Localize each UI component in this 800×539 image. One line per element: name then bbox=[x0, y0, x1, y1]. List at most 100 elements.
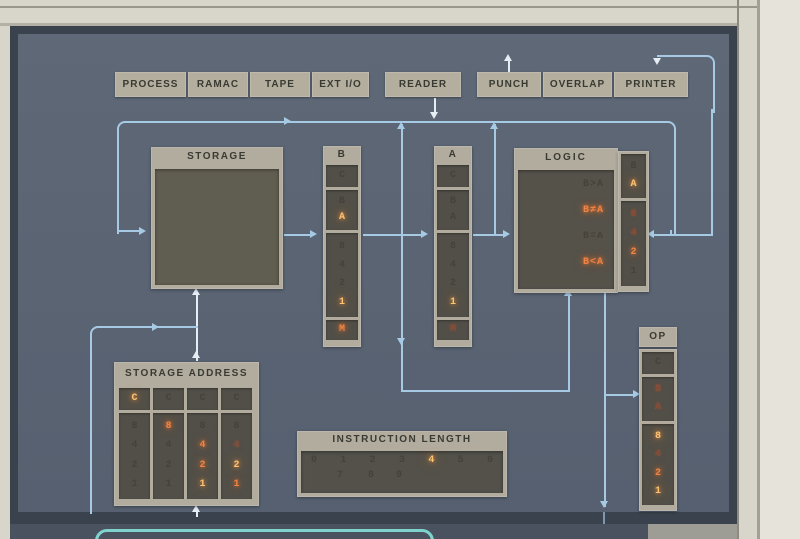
flow-arrow-right-icon bbox=[633, 390, 640, 398]
flow-arrow-up-icon bbox=[504, 54, 512, 61]
status-light-process: PROCESS bbox=[115, 72, 186, 97]
indicator-light: 4 bbox=[449, 259, 456, 271]
logic-compare-light: B≠A bbox=[582, 205, 604, 216]
indicator-light: 8 bbox=[630, 209, 637, 220]
status-light-printer: PRINTER bbox=[614, 72, 688, 97]
indicator-light: M bbox=[449, 324, 456, 335]
lower-panel-outline bbox=[95, 529, 434, 539]
indicator-light: A bbox=[449, 212, 456, 224]
b-wordmark-cell: M bbox=[326, 320, 358, 340]
storage-address-label: STORAGE ADDRESS bbox=[124, 368, 249, 379]
flow-arrow-up-icon bbox=[192, 351, 200, 358]
status-light-punch: PUNCH bbox=[477, 72, 541, 97]
b-check-bit-cell: C bbox=[326, 165, 358, 187]
indicator-light: 1 bbox=[449, 297, 456, 309]
indicator-light: B bbox=[630, 161, 637, 172]
flow-arrow-down-icon bbox=[600, 501, 608, 508]
indicator-light: B bbox=[654, 384, 661, 395]
logic-compare-light: B<A bbox=[582, 257, 604, 268]
storage-address-digit-column: C 8 4 2 1 bbox=[221, 388, 252, 499]
logic-compare-light: B=A bbox=[582, 231, 604, 242]
indicator-light: C bbox=[338, 170, 345, 181]
indicator-light: 2 bbox=[654, 467, 661, 479]
status-light-tape: TAPE bbox=[250, 72, 310, 97]
indicator-light: C bbox=[449, 170, 456, 181]
flow-line bbox=[401, 390, 570, 392]
logic-side-bit-column: B A 8 4 2 1 bbox=[618, 151, 649, 292]
storage-box: STORAGE bbox=[151, 147, 283, 289]
flow-arrow-right-icon bbox=[152, 323, 159, 331]
flow-arrow-down-icon bbox=[430, 112, 438, 119]
indicator-light: C bbox=[165, 393, 172, 404]
flow-arrow-up-icon bbox=[192, 505, 200, 512]
flow-line bbox=[651, 234, 712, 236]
flow-line bbox=[363, 234, 423, 236]
b-register-column: B C B A 8 4 2 1 M bbox=[323, 146, 361, 347]
indicator-light: C bbox=[233, 393, 240, 404]
flow-arrow-right-icon bbox=[503, 230, 510, 238]
indicator-light: B bbox=[338, 195, 345, 207]
indicator-light: 8 bbox=[199, 421, 206, 433]
indicator-light: 8 bbox=[449, 240, 456, 252]
flow-line-printer-return bbox=[657, 55, 715, 113]
flow-arrow-up-icon bbox=[490, 122, 498, 129]
indicator-light: C bbox=[131, 393, 138, 404]
flow-line-right-riser bbox=[711, 109, 713, 236]
flow-line-b-riser bbox=[401, 124, 403, 392]
flow-arrow-right-icon bbox=[310, 230, 317, 238]
op-check-bit-cell: C bbox=[642, 352, 674, 374]
a-check-bit-cell: C bbox=[437, 165, 469, 187]
indicator-light: 3 bbox=[398, 455, 405, 466]
indicator-light: A bbox=[630, 179, 637, 190]
frame-edge bbox=[760, 0, 800, 539]
indicator-light: 1 bbox=[165, 478, 172, 490]
a-numeric-bits-cell: 8 4 2 1 bbox=[437, 233, 469, 317]
status-light-ramac: RAMAC bbox=[188, 72, 248, 97]
b-numeric-bits-cell: 8 4 2 1 bbox=[326, 233, 358, 317]
indicator-light: 8 bbox=[654, 431, 661, 443]
status-light-reader: READER bbox=[385, 72, 461, 97]
logic-box: LOGIC B>A B≠A B=A B<A bbox=[514, 148, 618, 293]
flow-arrow-up-icon bbox=[192, 288, 200, 295]
indicator-light: 2 bbox=[199, 459, 206, 471]
storage-address-digit-column: C 8 4 2 1 bbox=[187, 388, 218, 499]
op-register-header: OP bbox=[639, 327, 677, 347]
storage-address-panel: STORAGE ADDRESS C 8 4 2 1 C 8 4 2 1 bbox=[114, 362, 259, 506]
indicator-light: 8 bbox=[338, 240, 345, 252]
a-zone-bits-cell: B A bbox=[437, 190, 469, 230]
storage-display-well bbox=[155, 169, 279, 285]
status-light-overlap: OVERLAP bbox=[543, 72, 612, 97]
indicator-light: M bbox=[338, 324, 345, 335]
storage-label: STORAGE bbox=[187, 151, 247, 162]
storage-address-digit-column: C 8 4 2 1 bbox=[153, 388, 184, 499]
indicator-light: 2 bbox=[338, 278, 345, 290]
lower-panel-right bbox=[648, 524, 737, 539]
frame-shadow bbox=[0, 23, 737, 26]
op-zone-bits-cell: B A bbox=[642, 377, 674, 421]
flow-line-left-branch bbox=[90, 326, 198, 514]
flow-line-a-riser bbox=[494, 124, 496, 235]
indicator-light: 8 bbox=[131, 421, 138, 433]
indicator-light: 1 bbox=[630, 266, 637, 277]
flow-line-main-bus bbox=[117, 121, 676, 234]
indicator-light: C bbox=[199, 393, 206, 404]
frame-groove bbox=[0, 6, 800, 8]
flow-arrow-down-icon bbox=[397, 338, 405, 345]
a-wordmark-cell: M bbox=[437, 320, 469, 340]
indicator-light: 1 bbox=[340, 455, 347, 466]
b-zone-bits-cell: B A bbox=[326, 190, 358, 230]
indicator-light: 6 bbox=[486, 455, 493, 466]
flow-arrow-up-icon bbox=[397, 122, 405, 129]
indicator-light: 9 bbox=[396, 470, 403, 481]
indicator-light: 2 bbox=[165, 459, 172, 471]
indicator-light: 4 bbox=[630, 228, 637, 239]
instruction-length-label: INSTRUCTION LENGTH bbox=[332, 434, 472, 445]
indicator-light: 4 bbox=[428, 455, 435, 466]
indicator-light: 2 bbox=[131, 459, 138, 471]
indicator-light: 1 bbox=[338, 297, 345, 309]
indicator-light: 2 bbox=[630, 247, 637, 258]
indicator-light: 8 bbox=[368, 470, 375, 481]
logic-side-zone-cell: B A bbox=[621, 154, 646, 198]
indicator-light: 0 bbox=[311, 455, 318, 466]
